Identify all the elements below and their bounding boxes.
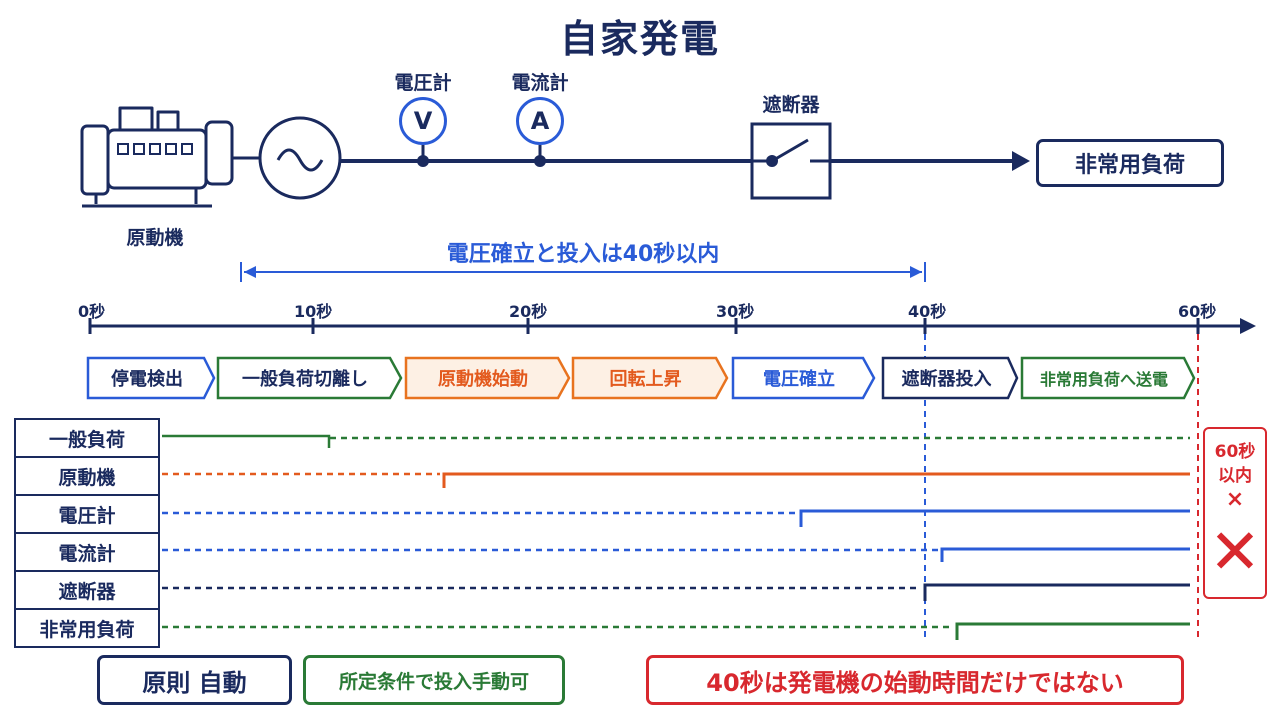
manual-allowed-note: 所定条件で投入手動可 bbox=[303, 655, 565, 705]
ammeter-icon: A bbox=[516, 97, 564, 145]
time-span-label: 電圧確立と投入は40秒以内 bbox=[446, 242, 720, 267]
stage-power-outage-detect: 停電検出 bbox=[111, 369, 183, 390]
stage-general-load-disconnect: 一般負荷切離し bbox=[242, 369, 368, 390]
large-cross-icon: ✕ bbox=[1209, 515, 1261, 588]
row-label-general-load: 一般負荷 bbox=[14, 418, 160, 456]
voltmeter-icon: V bbox=[399, 97, 447, 145]
row-label-engine: 原動機 bbox=[14, 456, 160, 494]
sixty-second-limit-text: 60秒 以内 × bbox=[1203, 440, 1267, 512]
voltmeter-label: 電圧計 bbox=[394, 72, 452, 94]
row-label-ammeter: 電流計 bbox=[14, 532, 160, 570]
tick-label: 0秒 bbox=[78, 302, 106, 321]
tick-label: 30秒 bbox=[716, 302, 755, 321]
auto-principle-note: 原則 自動 bbox=[97, 655, 292, 705]
engine-icon bbox=[80, 106, 262, 208]
stage-arrows bbox=[86, 356, 1196, 400]
stage-supply-emergency-load: 非常用負荷へ送電 bbox=[1039, 370, 1168, 389]
row-label-breaker: 遮断器 bbox=[14, 570, 160, 608]
row-label-emergency-load: 非常用負荷 bbox=[14, 608, 160, 648]
sine-wave-icon bbox=[276, 148, 324, 172]
stage-speed-rise: 回転上昇 bbox=[609, 369, 682, 390]
stage-voltage-established: 電圧確立 bbox=[763, 369, 835, 390]
span-dimension-arrow bbox=[240, 262, 926, 282]
tick-label: 60秒 bbox=[1178, 302, 1217, 321]
ammeter-label: 電流計 bbox=[511, 72, 569, 94]
stage-engine-start: 原動機始動 bbox=[438, 369, 528, 390]
time-axis bbox=[88, 318, 1256, 334]
small-cross-icon: × bbox=[1225, 487, 1245, 512]
sixty-second-limit-box bbox=[1203, 427, 1267, 599]
emergency-load-box: 非常用負荷 bbox=[1036, 139, 1224, 187]
arrow-right-icon bbox=[1012, 151, 1030, 171]
row-signal-lines bbox=[162, 434, 1190, 640]
engine-cylinder-marks bbox=[117, 143, 193, 155]
tick-label: 10秒 bbox=[294, 302, 333, 321]
tick-label: 40秒 bbox=[908, 302, 947, 321]
page-title: 自家発電 bbox=[559, 17, 720, 61]
engine-label: 原動機 bbox=[126, 227, 184, 249]
breaker-label: 遮断器 bbox=[762, 94, 820, 116]
breaker-switch-icon bbox=[750, 122, 832, 200]
stage-breaker-close: 遮断器投入 bbox=[901, 369, 992, 390]
row-label-voltmeter: 電圧計 bbox=[14, 494, 160, 532]
tick-label: 20秒 bbox=[509, 302, 548, 321]
warning-note: 40秒は発電機の始動時間だけではない bbox=[646, 655, 1184, 705]
